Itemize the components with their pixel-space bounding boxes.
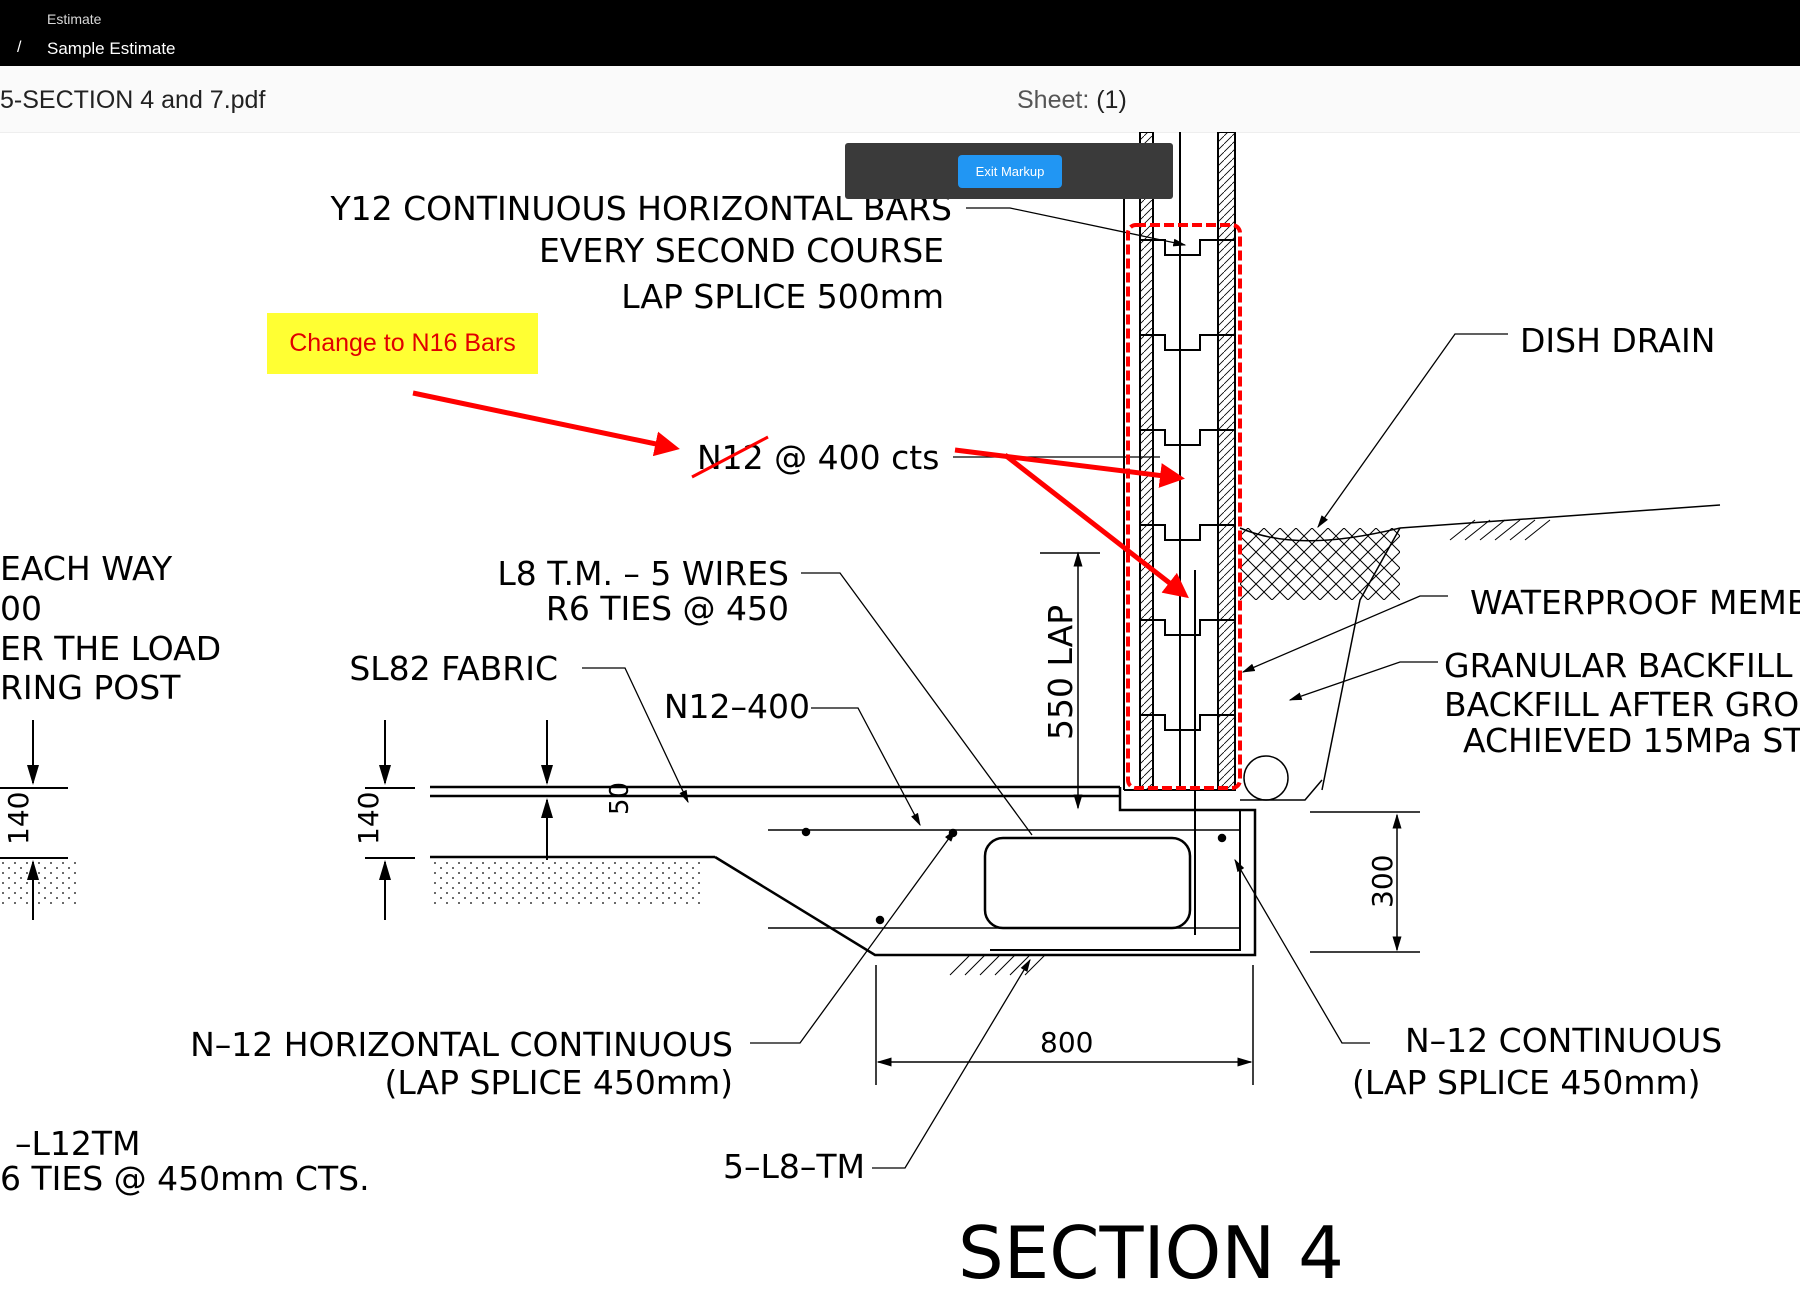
file-toolbar: 5-SECTION 4 and 7.pdf Sheet: (1) (0, 66, 1800, 133)
label-140-left: 140 (2, 792, 35, 845)
label-ties-450: 6 TIES @ 450mm CTS. (0, 1159, 370, 1198)
breadcrumb-separator: / (17, 39, 22, 56)
label-n12-continuous-lap: (LAP SPLICE 450mm) (1352, 1063, 1700, 1102)
revision-cloud (1126, 223, 1242, 790)
top-bar: Estimate / Sample Estimate (0, 0, 1800, 66)
label-n12-continuous: N–12 CONTINUOUS (1405, 1021, 1722, 1060)
ground-line (1239, 504, 1721, 801)
label-800: 800 (1040, 1026, 1093, 1059)
label-sl82: SL82 FABRIC (349, 649, 558, 688)
sheet-label: Sheet: (1017, 86, 1090, 114)
label-dish-drain: DISH DRAIN (1520, 321, 1715, 360)
label-each-way: EACH WAY (0, 549, 173, 588)
markup-note-text: Change to N16 Bars (289, 329, 516, 357)
label-y12-line3: LAP SPLICE 500mm (621, 277, 944, 316)
label-l12tm: –L12TM (15, 1124, 141, 1163)
label-each-way-3: ER THE LOAD (0, 629, 221, 668)
label-n12-horizontal-lap: (LAP SPLICE 450mm) (385, 1063, 733, 1102)
label-300: 300 (1366, 855, 1399, 908)
label-section-4: SECTION 4 (958, 1211, 1344, 1295)
red-markup (412, 223, 1242, 790)
label-l8-tm: L8 T.M. – 5 WIRES (497, 554, 789, 593)
label-5-l8-tm: 5–L8–TM (723, 1147, 865, 1186)
exit-markup-button[interactable]: Exit Markup (958, 155, 1062, 188)
breadcrumb-current: Sample Estimate (47, 39, 176, 58)
breadcrumb-parent[interactable]: Estimate (47, 11, 102, 27)
label-each-way-4: RING POST (0, 668, 181, 707)
drawing-labels: Y12 CONTINUOUS HORIZONTAL BARS EVERY SEC… (0, 189, 1800, 1295)
drawing-canvas[interactable]: Y12 CONTINUOUS HORIZONTAL BARS EVERY SEC… (0, 132, 1800, 1300)
markup-arrow-1 (412, 390, 680, 457)
slab-footing (430, 570, 1257, 976)
left-detail (0, 720, 553, 920)
sheet-indicator: Sheet: (1) (1017, 86, 1127, 115)
markup-toolbar: Exit Markup (845, 143, 1173, 199)
label-granular-1: GRANULAR BACKFILL (1444, 646, 1793, 685)
strikeout-line (691, 435, 769, 479)
label-n12-400: N12–400 (664, 687, 810, 726)
label-each-way-2: 00 (0, 589, 42, 628)
label-granular-2: BACKFILL AFTER GROUT (1444, 685, 1800, 724)
label-140: 140 (352, 792, 385, 845)
leader-lines (582, 207, 1508, 1169)
label-granular-3: ACHIEVED 15MPa STRE (1463, 721, 1800, 760)
dimensions (875, 551, 1420, 1085)
label-y12-line2: EVERY SECOND COURSE (539, 231, 944, 270)
label-50: 50 (605, 782, 635, 815)
block-wall (1123, 132, 1236, 791)
label-550-lap: 550 LAP (1041, 605, 1080, 740)
file-name: 5-SECTION 4 and 7.pdf (0, 86, 266, 114)
markup-note[interactable]: Change to N16 Bars (267, 313, 538, 374)
label-waterproof: WATERPROOF MEMBRA (1470, 583, 1800, 622)
label-r6-ties: R6 TIES @ 450 (546, 589, 789, 628)
label-n12-horizontal: N–12 HORIZONTAL CONTINUOUS (190, 1025, 733, 1064)
label-n12-400-cts: N12 @ 400 cts (697, 438, 939, 477)
sheet-value[interactable]: (1) (1096, 86, 1127, 114)
markup-arrow-2 (954, 447, 1185, 488)
markup-arrow-3 (1003, 453, 1189, 599)
